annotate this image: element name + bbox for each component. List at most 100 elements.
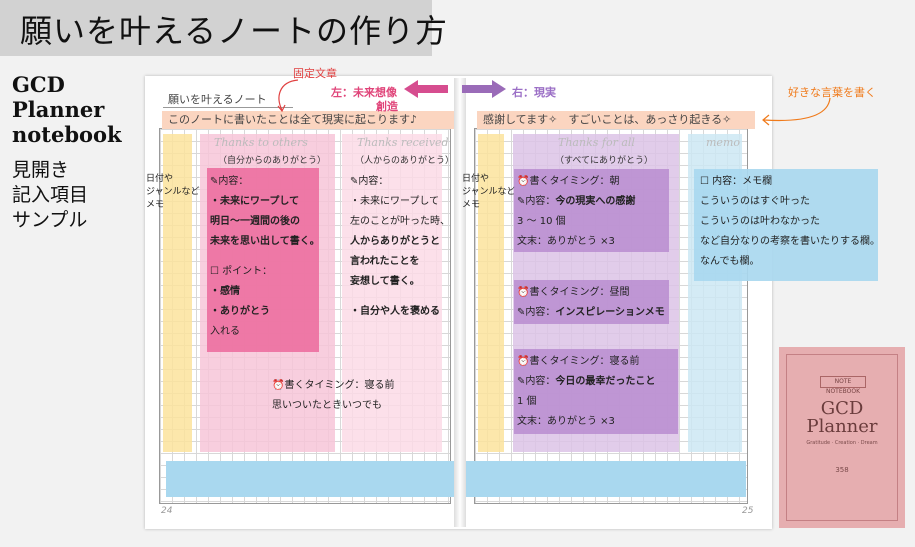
date-label-line: ジャンルなど [462, 187, 516, 197]
memo-label: 内容：メモ欄 [712, 176, 773, 187]
alarm-clock-icon: ⏰ [272, 380, 285, 391]
right-col-sub: （すべてにありがとう） [555, 156, 654, 166]
brand-line-1: GCD [12, 72, 65, 97]
notebook-spine [454, 78, 466, 527]
right-date-column [478, 134, 504, 452]
memo-box-text: ☐ 内容：メモ欄 こういうのはすぐ叶った こういうのは叶わなかった など自分なり… [700, 172, 880, 272]
memo-line: こういうのは叶わなかった [700, 216, 820, 227]
received-line: 妄想して書く。 [350, 276, 420, 287]
subtitle: 見開き 記入項目 サンプル [12, 158, 88, 233]
content-label: 内容： [525, 376, 556, 387]
notebook-cover [779, 347, 905, 528]
title-bar [0, 0, 432, 56]
cover-ornament-frame [786, 354, 898, 521]
date-label-line: メモ [146, 200, 165, 210]
left-page-header: 願いを叶えるノート [168, 93, 267, 106]
subtitle-line-2: 記入項目 [12, 184, 89, 206]
content-label: 内容： [358, 176, 389, 187]
point-item: ・ありがとう [210, 306, 270, 317]
left-timing: ⏰書くタイミング：寝る前 [272, 376, 394, 396]
left-date-label: 日付や ジャンルなど メモ [146, 173, 200, 212]
left-fixed-text-stripe: このノートに書いたことは全て現実に起こります♪ [162, 111, 454, 129]
fixed-text-curve-arrow [277, 79, 299, 113]
cover-title: GCD Planner [786, 400, 898, 436]
content-label: 内容： [525, 196, 556, 207]
memo-line: こういうのはすぐ叶った [700, 196, 810, 207]
right-col-title: Thanks for all [558, 136, 635, 149]
alarm-clock-icon: ⏰ [517, 176, 530, 187]
purple-arrow-head [492, 80, 506, 98]
count: 3 〜 10 個 [517, 216, 566, 227]
timing-label: 書くタイミング：寝る前 [284, 380, 395, 391]
received-line: 人からありがとうと [350, 236, 440, 247]
date-label-line: 日付や [462, 174, 490, 184]
content-value: インスピレーションメモ [555, 307, 665, 318]
pencil-icon: ✎ [350, 176, 359, 187]
received-line: ・未来にワープして [350, 196, 440, 207]
cover-number: 358 [835, 466, 849, 474]
cover-title-line: GCD [820, 398, 864, 419]
creation-annotation: 創造 [376, 100, 398, 113]
content-label: 内容： [218, 176, 249, 187]
ending: 文末：ありがとう ×3 [517, 416, 615, 427]
pencil-icon: ✎ [517, 307, 526, 318]
brand-line-3: notebook [12, 122, 122, 147]
header-underline [163, 107, 293, 108]
subtitle-line-3: サンプル [12, 209, 88, 231]
cover-label: NOTE NOTEBOOK [820, 376, 866, 395]
brand-name: GCD Planner notebook [12, 72, 122, 147]
pink-arrow-head [404, 80, 418, 98]
night-box-text: ⏰書くタイミング：寝る前 ✎内容：今日の最幸だったこと 1 個 文末：ありがとう… [517, 352, 655, 432]
timing-label: 書くタイミング：昼間 [529, 287, 630, 298]
future-box-text: ✎内容： ・未来にワープして 明日〜一週間の後の 未来を思い出して書く。 ☐ ポ… [210, 172, 320, 342]
ending: 文末：ありがとう ×3 [517, 236, 615, 247]
right-date-label: 日付や ジャンルなど メモ [462, 173, 516, 212]
timing-label: 書くタイミング：朝 [529, 176, 620, 187]
noon-box [514, 280, 669, 324]
date-label-line: ジャンルなど [146, 187, 200, 197]
right-page-number: 25 [742, 506, 754, 516]
left-date-column [163, 134, 192, 452]
left-page-number: 24 [161, 506, 173, 516]
memo-title: memo [706, 136, 740, 149]
memo-line: なんでも欄。 [700, 256, 760, 267]
noon-box-text: ⏰書くタイミング：昼間 ✎内容：インスピレーションメモ [517, 283, 665, 323]
alarm-clock-icon: ⏰ [517, 356, 530, 367]
point-label: ポイント： [222, 266, 273, 277]
received-line: 左のことが叶った時、 [350, 216, 450, 227]
night-box [514, 349, 678, 434]
right-fixed-text-stripe: 感謝してます✧ すごいことは、あっさり起きる✧ [477, 111, 755, 129]
content-value: 今日の最幸だったこと [555, 376, 656, 387]
count: 1 個 [517, 396, 537, 407]
date-label-line: メモ [462, 200, 481, 210]
pink-arrow-bar [418, 85, 448, 93]
memo-box [694, 169, 878, 281]
checkbox-icon: ☐ [210, 266, 219, 277]
morning-box [514, 169, 669, 252]
brand-line-2: Planner [12, 97, 105, 122]
content-value: 今の現実への感謝 [555, 196, 636, 207]
favorite-words-annotation: 好きな言葉を書く [788, 86, 876, 99]
future-box [207, 168, 319, 352]
date-label-line: 日付や [146, 174, 174, 184]
content-label: 内容： [525, 307, 556, 318]
fixed-text-annotation: 固定文章 [293, 67, 337, 80]
received-box-text: ✎内容： ・未来にワープして 左のことが叶った時、 人からありがとうと 言われた… [350, 172, 450, 322]
left-col-received [342, 134, 442, 452]
received-tail: ・自分や人を褒める [350, 306, 440, 317]
cover-title-line: Planner [806, 416, 878, 437]
received-line: 言われたことを [350, 256, 420, 267]
point-tail: 入れる [210, 326, 240, 337]
alarm-clock-icon: ⏰ [517, 287, 530, 298]
favorite-words-curve-arrow [762, 97, 831, 126]
purple-arrow-bar [462, 85, 492, 93]
future-line: ・未来にワープして [210, 196, 300, 207]
memo-line: など自分なりの考察を書いたりする欄。 [700, 236, 880, 247]
point-item: ・感情 [210, 286, 240, 297]
morning-box-text: ⏰書くタイミング：朝 ✎内容：今の現実への感謝 3 〜 10 個 文末：ありがと… [517, 172, 635, 252]
cover-subtitle: Gratitude · Creation · Dream [806, 440, 878, 446]
left-timing-note: 思いついたときいつでも [272, 400, 382, 411]
right-reality-annotation: 右：現実 [512, 86, 556, 99]
pencil-icon: ✎ [210, 176, 219, 187]
checkbox-icon: ☐ [700, 176, 709, 187]
